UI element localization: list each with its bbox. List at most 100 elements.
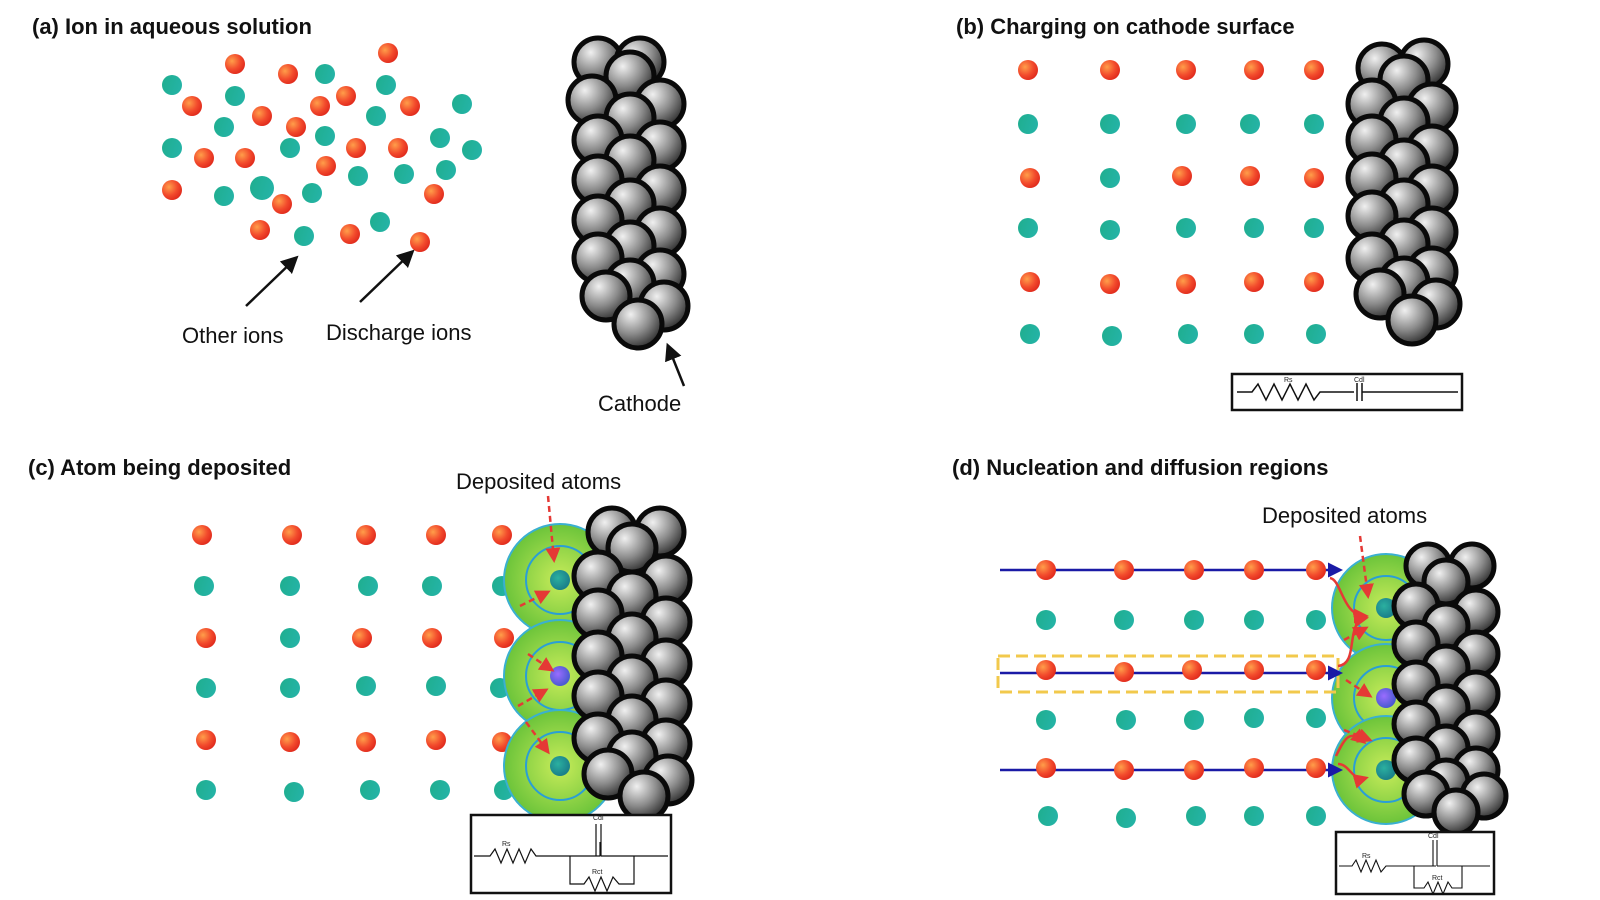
discharge-ions-label: Discharge ions <box>326 320 472 345</box>
discharge-ion <box>280 732 300 752</box>
other-ion <box>430 128 450 148</box>
diffusion-arrow <box>1343 626 1369 642</box>
other-ion <box>430 780 450 800</box>
discharge-ion <box>1114 560 1134 580</box>
cdl-label: Cdl <box>593 815 604 822</box>
discharge-ion <box>1100 60 1120 80</box>
discharge-ion <box>494 628 514 648</box>
discharge-ion <box>1244 758 1264 778</box>
other-ion <box>356 676 376 696</box>
discharge-ion <box>1114 760 1134 780</box>
deposited-atoms-label: Deposited atoms <box>456 469 621 494</box>
panel-d-title: (d) Nucleation and diffusion regions <box>952 455 1328 480</box>
discharge-ion <box>352 628 372 648</box>
panel-d-ion-grid <box>1036 560 1326 828</box>
other-ion <box>1102 326 1122 346</box>
discharge-ion <box>1176 274 1196 294</box>
cathode-particle <box>617 769 671 823</box>
rct-resistor <box>1413 866 1463 896</box>
other-ion <box>280 138 300 158</box>
panel-b-circuit: Rs Cdl <box>1230 372 1464 412</box>
discharge-ion <box>1184 560 1204 580</box>
discharge-ion <box>192 525 212 545</box>
discharge-ion <box>282 525 302 545</box>
other-ion <box>1176 114 1196 134</box>
panel-a-cathode <box>565 35 691 351</box>
discharge-ion <box>1114 662 1134 682</box>
other-ion <box>1116 710 1136 730</box>
panel-d-diffusion-arrows <box>1329 535 1374 789</box>
discharge-ion <box>1304 60 1324 80</box>
discharge-ion <box>1020 272 1040 292</box>
discharge-ion <box>492 525 512 545</box>
other-ion <box>196 780 216 800</box>
rct-label: Rct <box>592 869 603 876</box>
discharge-ion <box>1184 760 1204 780</box>
panel-b: (b) Charging on cathode surface Rs Cdl <box>956 14 1464 412</box>
other-ion <box>302 183 322 203</box>
discharge-ion <box>225 54 245 74</box>
discharge-ion <box>422 628 442 648</box>
discharge-ion <box>1036 660 1056 680</box>
panel-d: (d) Nucleation and diffusion regions Dep… <box>952 455 1509 896</box>
discharge-ion <box>1240 166 1260 186</box>
discharge-ion <box>196 628 216 648</box>
diffusion-arrow <box>517 688 549 708</box>
other-ion <box>358 576 378 596</box>
other-ion <box>1178 324 1198 344</box>
other-ion <box>280 576 300 596</box>
diffusion-arrow <box>524 721 550 755</box>
panel-d-circuit: Rs Cdl Rct <box>1334 830 1496 896</box>
diffusion-arrow <box>1343 728 1373 743</box>
cathode-particle <box>611 297 665 351</box>
discharge-ion <box>250 220 270 240</box>
discharge-ion <box>278 64 298 84</box>
other-ion <box>294 226 314 246</box>
other-ion <box>1114 610 1134 630</box>
other-ion <box>162 75 182 95</box>
discharge-ion <box>1306 758 1326 778</box>
discharge-ion <box>400 96 420 116</box>
other-ion <box>280 678 300 698</box>
other-ion <box>1306 708 1326 728</box>
discharge-ion <box>310 96 330 116</box>
discharge-ion <box>1244 560 1264 580</box>
rs-label: Rs <box>1284 377 1293 384</box>
discharge-ion <box>272 194 292 214</box>
other-ion <box>1240 114 1260 134</box>
other-ion <box>194 576 214 596</box>
diffusion-arrow <box>519 590 551 608</box>
other-ion <box>1244 806 1264 826</box>
rct-resistor <box>569 856 635 893</box>
panel-b-cathode <box>1345 37 1463 347</box>
discharge-ion <box>1306 660 1326 680</box>
deposited-atom <box>550 666 570 686</box>
other-ions-arrow <box>245 255 299 307</box>
other-ion <box>280 628 300 648</box>
discharge-ion <box>426 525 446 545</box>
other-ion <box>1100 220 1120 240</box>
discharge-ion <box>378 43 398 63</box>
cathode-particle <box>1385 293 1439 347</box>
discharge-ion <box>340 224 360 244</box>
discharge-ion <box>1036 560 1056 580</box>
cdl-label: Cdl <box>1354 377 1365 384</box>
other-ion <box>1244 324 1264 344</box>
panel-c-diffusion-arrows <box>517 495 561 755</box>
other-ion <box>1306 324 1326 344</box>
discharge-ion <box>424 184 444 204</box>
rs-resistor <box>1339 858 1436 874</box>
discharge-ion <box>286 117 306 137</box>
discharge-ion <box>1020 168 1040 188</box>
other-ion <box>366 106 386 126</box>
discharge-ion <box>336 86 356 106</box>
panel-c-ion-grid <box>192 525 514 802</box>
rs-resistor <box>474 842 601 865</box>
deposited-atom <box>550 756 570 776</box>
other-ion <box>162 138 182 158</box>
diffusion-arrow <box>545 495 561 563</box>
other-ion <box>436 160 456 180</box>
discharge-ion <box>1100 274 1120 294</box>
rct-label: Rct <box>1432 875 1443 882</box>
